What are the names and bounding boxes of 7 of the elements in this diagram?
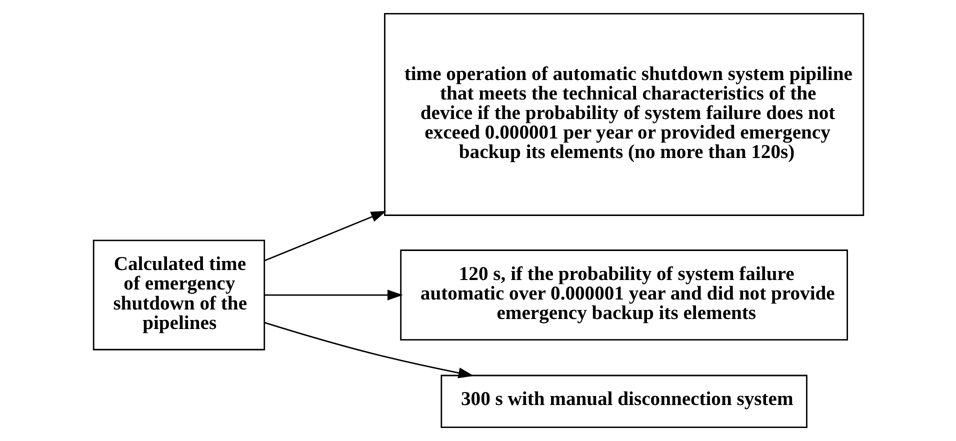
node-box: Calculated time of emergency shutdown of the pipelines — [92, 240, 265, 350]
arrow — [264, 290, 402, 300]
node-box: time operation of automatic shutdown system pipiline that meets the technical characteristics of the device if the probability of system failure does not exceed 0.000001 per year or provided emergency backup its elements (no more than 120s) — [384, 13, 864, 216]
node-box: 300 s with manual disconnection system — [440, 374, 807, 428]
arrow — [264, 322, 474, 378]
node-box: 120 s, if the probability of system failure automatic over 0.000001 year and did not provide emergency backup its elements — [400, 250, 848, 341]
arrow — [264, 210, 386, 262]
